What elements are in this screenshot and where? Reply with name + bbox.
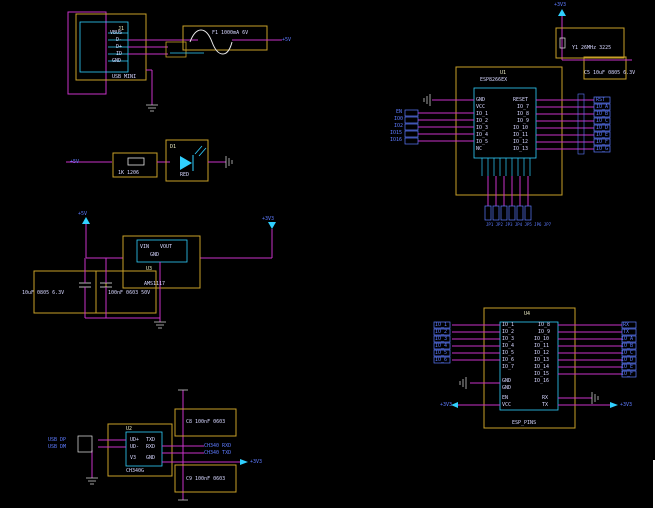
uart-block[interactable] [77, 389, 248, 501]
esp-right-power-arrow [610, 402, 618, 408]
mcu-bottom-pins [481, 158, 531, 176]
led-outline[interactable] [165, 139, 209, 182]
fuse-outline[interactable] [182, 25, 268, 51]
esp-gnd-symbol [459, 377, 467, 389]
mcu-power-arrow [558, 9, 566, 16]
cap-bottom-outline[interactable] [174, 464, 237, 493]
led-triangle [180, 156, 192, 170]
fuse-symbol [189, 29, 233, 55]
vout-arrow [268, 222, 276, 229]
regulator-body [136, 239, 188, 263]
vin-arrow [82, 217, 90, 224]
regulator-block[interactable] [33, 217, 276, 329]
uart-outline[interactable] [107, 423, 173, 477]
led-block[interactable] [66, 139, 233, 182]
cap-top-outline[interactable] [174, 408, 237, 437]
mcu-chip-body [473, 87, 537, 159]
mcu-bottom-connectors[interactable] [484, 205, 532, 221]
mcu-outline[interactable] [455, 66, 563, 196]
uart-ic-body [125, 431, 163, 467]
mcu-gnd-symbol [423, 94, 431, 106]
crystal-outline[interactable] [555, 27, 625, 59]
scrollbar-edge[interactable] [653, 460, 655, 508]
usb-block[interactable] [67, 11, 282, 112]
mcu-block[interactable] [404, 9, 632, 221]
uart-power-arrow [240, 459, 248, 465]
reg-gnd-symbol [154, 321, 166, 329]
esp-outline[interactable] [483, 307, 576, 429]
esp-vcc-arrow [451, 402, 458, 408]
led-gnd-symbol [225, 156, 233, 168]
resistor-outline[interactable] [112, 152, 158, 178]
uart-gnd-symbol [86, 477, 98, 485]
regulator-outline[interactable] [122, 235, 201, 289]
usb-gnd-symbol [146, 104, 158, 112]
esp-block[interactable] [433, 307, 637, 429]
esp-chip-body [499, 321, 559, 411]
cap-c5-outline[interactable] [583, 56, 627, 80]
esp-right-gnd-symbol [591, 392, 599, 404]
